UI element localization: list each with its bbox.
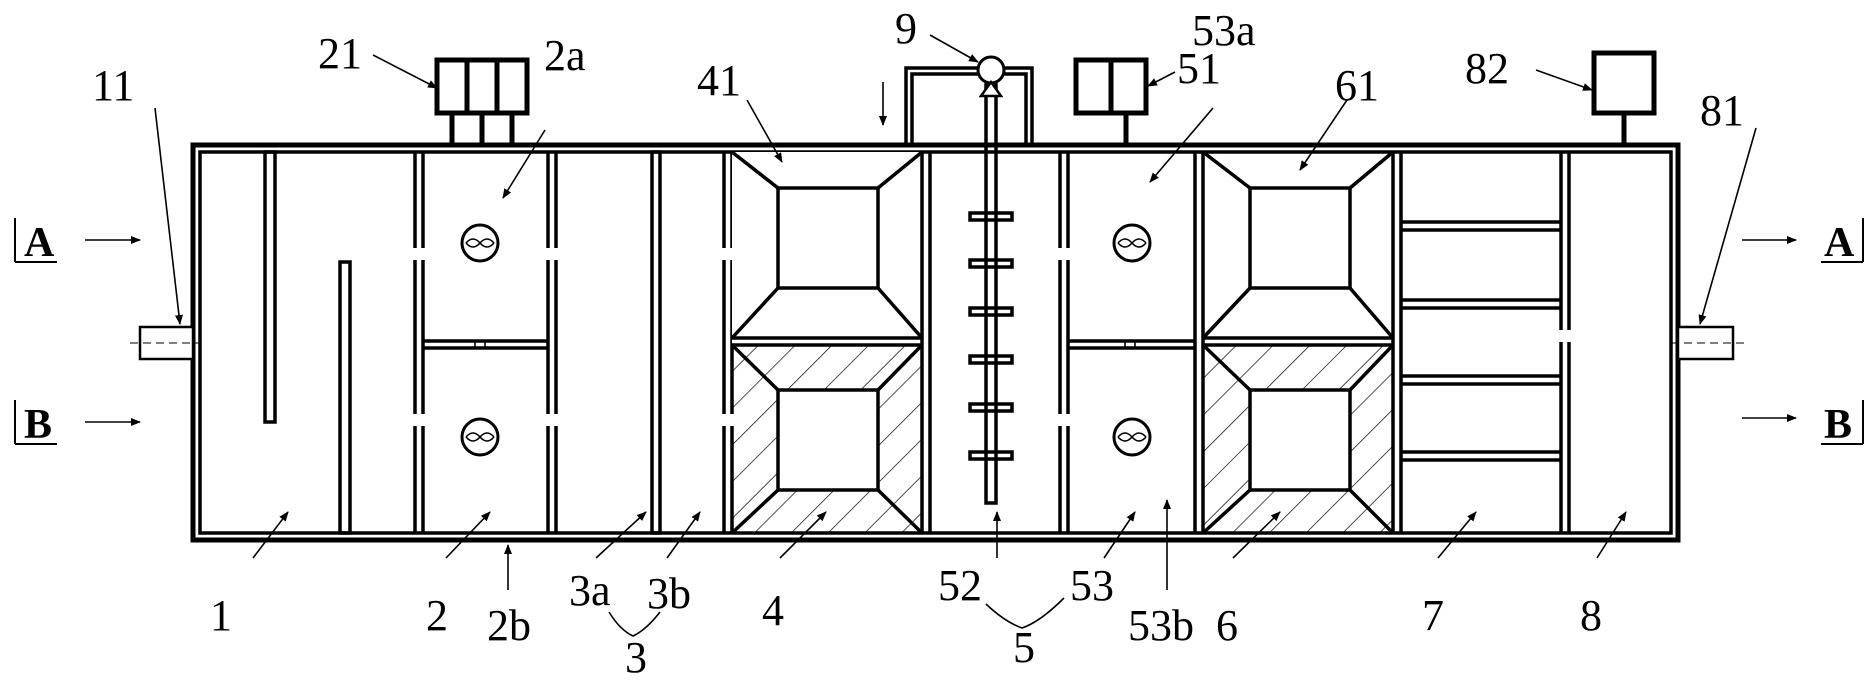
wall-openings [412, 248, 1572, 426]
blower-icon [1073, 57, 1149, 145]
label-8: 8 [1580, 591, 1602, 640]
leader-arrows [154, 34, 1757, 590]
aerator-icon [1112, 223, 1152, 263]
pump-icon [879, 55, 1034, 145]
label-21: 21 [318, 29, 362, 78]
label-51: 51 [1177, 44, 1221, 93]
label-2a: 2a [544, 31, 586, 80]
outlet-pipe [1671, 325, 1745, 361]
inlet-pipe [130, 325, 200, 361]
label-61: 61 [1335, 61, 1379, 110]
label-1: 1 [210, 591, 232, 640]
aerator-icon [460, 223, 500, 263]
label-2b: 2b [487, 601, 531, 650]
section-marker-a-left: A [14, 218, 141, 266]
reference-labels: 11 21 2a 41 9 51 53a 61 82 81 1 2 2b 3a … [92, 4, 1744, 682]
section-label-b: B [24, 402, 52, 448]
controller-box-icon [1591, 50, 1657, 145]
label-41: 41 [697, 56, 741, 105]
label-3a: 3a [569, 566, 611, 615]
label-53: 53 [1070, 561, 1114, 610]
label-9: 9 [895, 4, 917, 53]
section-marker-b-left: B [14, 400, 141, 448]
agitator-shaft [968, 83, 1014, 505]
label-81: 81 [1700, 86, 1744, 135]
label-2: 2 [426, 591, 448, 640]
label-53a: 53a [1192, 6, 1256, 55]
label-5: 5 [1013, 623, 1035, 672]
section-label-a: A [1824, 220, 1855, 266]
label-11: 11 [92, 61, 134, 110]
section-label-b: B [1824, 402, 1852, 448]
label-82: 82 [1465, 44, 1509, 93]
label-6: 6 [1216, 601, 1238, 650]
compartment-6 [1201, 150, 1403, 535]
label-3: 3 [625, 633, 647, 682]
compartment-3 [650, 150, 734, 535]
aerator-icon [1112, 417, 1152, 457]
label-4: 4 [762, 586, 784, 635]
compartment-1-baffles [263, 150, 352, 535]
label-53b: 53b [1128, 601, 1194, 650]
brace-curves [608, 597, 1065, 637]
aerator-icon [460, 417, 500, 457]
compartment-7 [1401, 152, 1571, 533]
section-marker-a-right: A [1742, 218, 1864, 266]
blower-icon [434, 57, 530, 145]
label-3b: 3b [647, 569, 691, 618]
label-52: 52 [938, 561, 982, 610]
compartment-2 [413, 152, 558, 533]
compartment-5 [1058, 152, 1205, 533]
compartment-4 [730, 150, 932, 535]
section-label-a: A [24, 220, 55, 266]
section-marker-b-right: B [1742, 400, 1864, 448]
label-7: 7 [1422, 591, 1444, 640]
